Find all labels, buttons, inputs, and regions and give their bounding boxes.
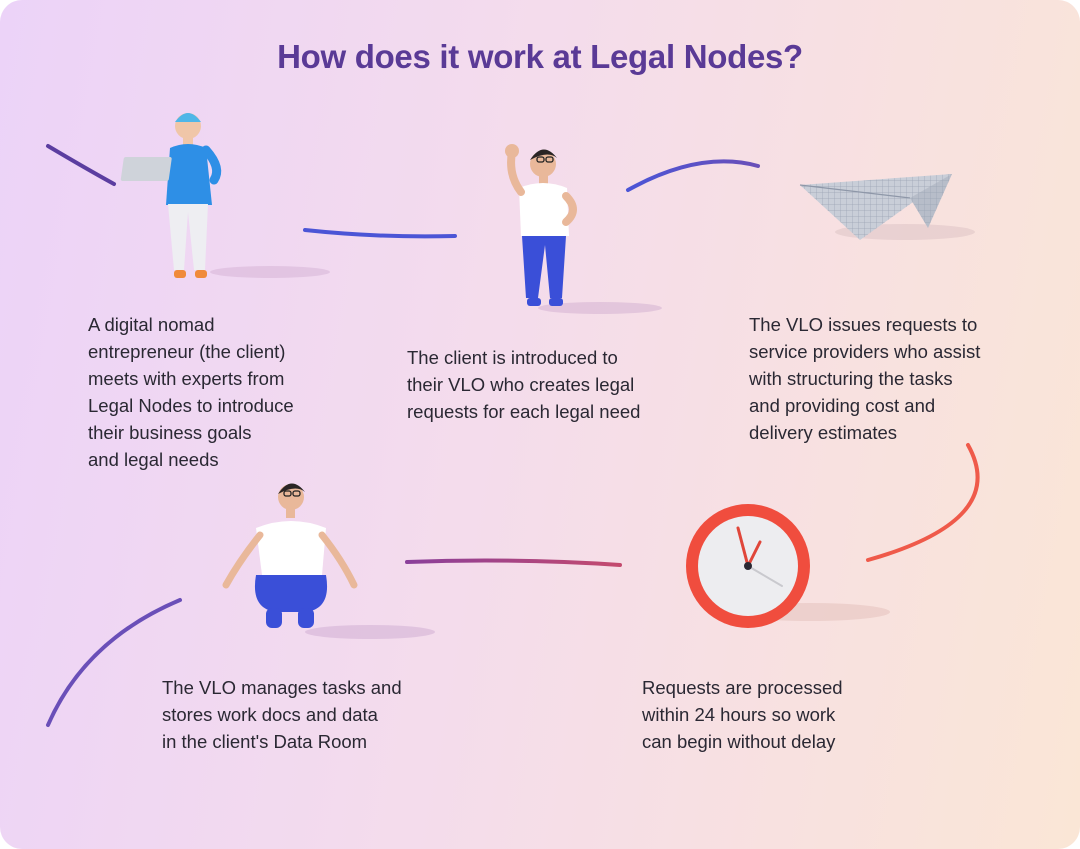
connector-step1-step2 — [303, 228, 457, 239]
connector-step2-step3 — [626, 159, 760, 192]
connector-step3-step5 — [866, 443, 980, 562]
page-title: How does it work at Legal Nodes? — [277, 38, 803, 75]
step-5-text: Requests are processed within 24 hours s… — [642, 677, 843, 752]
step-2-text: The client is introduced to their VLO wh… — [407, 347, 641, 422]
step-4-text: The VLO manages tasks and stores work do… — [162, 677, 402, 752]
connector-end — [46, 598, 182, 727]
step-1-text: A digital nomad entrepreneur (the client… — [88, 314, 294, 470]
connector-start — [46, 144, 116, 186]
step-3-text: The VLO issues requests to service provi… — [749, 314, 981, 443]
connector-step5-step4 — [405, 558, 622, 567]
